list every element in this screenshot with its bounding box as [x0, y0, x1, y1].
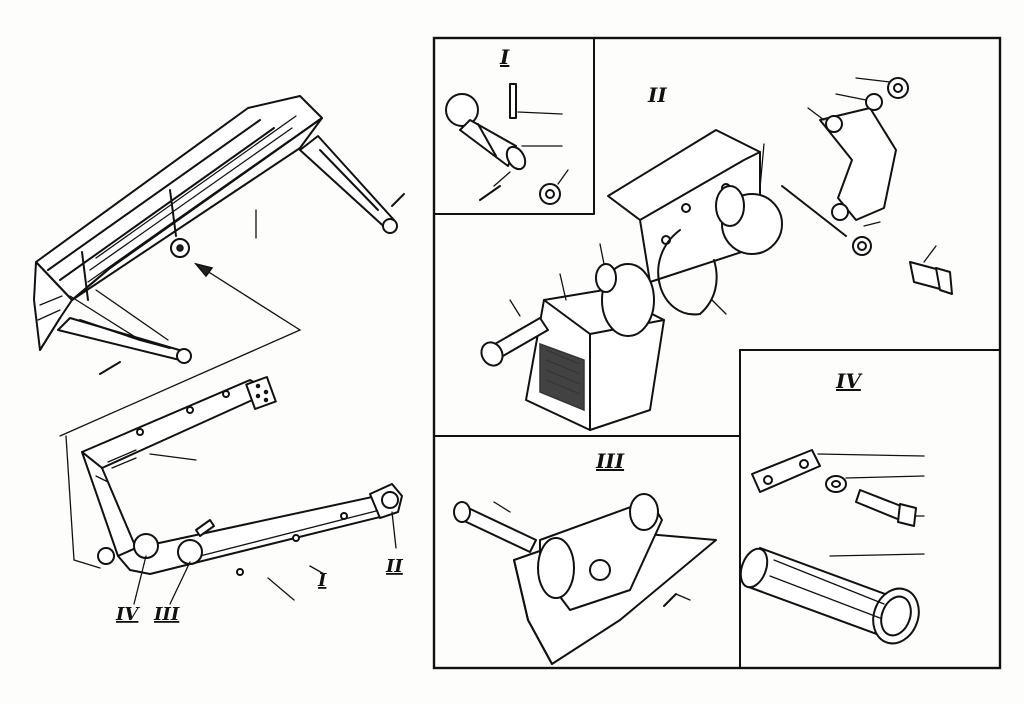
panel-1-label: I: [499, 45, 510, 69]
callout-IV: IV: [115, 604, 140, 625]
push-frame-assembly: [65, 376, 403, 605]
callout-III: III: [153, 604, 180, 625]
panel-2-label: II: [647, 83, 667, 107]
panel-4-label: IV: [835, 369, 863, 393]
lower-beam: [117, 493, 393, 575]
callout-II: II: [385, 556, 403, 577]
callout-I: I: [317, 570, 327, 591]
blade-top-face: [35, 95, 323, 301]
detail-panels-frame: [432, 36, 1002, 670]
panel-3-label: III: [595, 449, 625, 473]
upper-beam: [81, 379, 271, 469]
panel-III: III: [453, 449, 717, 665]
dozer-blade-assembly: [33, 95, 405, 375]
assembly-arrow: [59, 262, 302, 437]
panel-IV: IV: [739, 369, 925, 645]
right-push-arm: [299, 135, 395, 233]
panel-I: I: [445, 45, 569, 205]
panel-II: II: [480, 77, 953, 431]
